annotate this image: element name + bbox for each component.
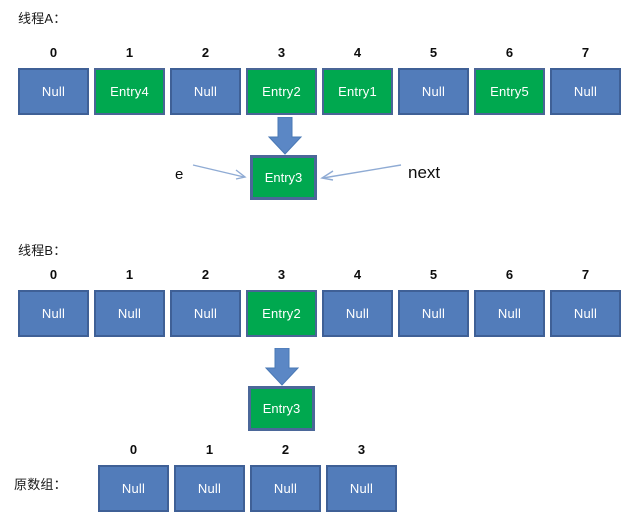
thread-a-cell-5[interactable]: Null xyxy=(398,68,469,115)
thread-a-index-5: 5 xyxy=(429,45,438,60)
thread-a-cell-0[interactable]: Null xyxy=(18,68,89,115)
thread-b-index-3: 3 xyxy=(277,267,286,282)
thread-a-cell-6[interactable]: Entry5 xyxy=(474,68,545,115)
thread-b-cell-2[interactable]: Null xyxy=(170,290,241,337)
thread-b-cell-5[interactable]: Null xyxy=(398,290,469,337)
thread-a-cell-2[interactable]: Null xyxy=(170,68,241,115)
thread-b-index-4: 4 xyxy=(353,267,362,282)
original-array-cell-2[interactable]: Null xyxy=(250,465,321,512)
thread-a-label: 线程A： xyxy=(18,11,67,26)
thread-a-detached-entry3[interactable]: Entry3 xyxy=(250,155,317,200)
thread-a-cell-4[interactable]: Entry1 xyxy=(322,68,393,115)
thread-a-index-4: 4 xyxy=(353,45,362,60)
thread-b-cell-7[interactable]: Null xyxy=(550,290,621,337)
thread-b-index-6: 6 xyxy=(505,267,514,282)
thread-a-down-arrow-icon xyxy=(267,117,303,155)
original-array-cell-0[interactable]: Null xyxy=(98,465,169,512)
thread-a-pointer-e-arrow-icon xyxy=(192,164,247,180)
thread-b-index-2: 2 xyxy=(201,267,210,282)
thread-a-index-2: 2 xyxy=(201,45,210,60)
thread-b-down-arrow-icon xyxy=(264,348,300,386)
thread-b-label: 线程B： xyxy=(18,243,67,258)
original-array-label: 原数组： xyxy=(14,477,67,492)
thread-b-index-row: 0 1 2 3 4 5 6 7 xyxy=(18,267,622,283)
thread-b-detached-entry3[interactable]: Entry3 xyxy=(248,386,315,431)
thread-a-pointer-next-label: next xyxy=(408,163,441,182)
thread-b-cell-6[interactable]: Null xyxy=(474,290,545,337)
thread-a-pointer-e-label: e xyxy=(175,166,184,183)
thread-b-cell-0[interactable]: Null xyxy=(18,290,89,337)
thread-a-index-0: 0 xyxy=(49,45,58,60)
thread-a-cell-3[interactable]: Entry2 xyxy=(246,68,317,115)
thread-a-pointer-next-arrow-icon xyxy=(320,164,402,181)
original-array-index-3: 3 xyxy=(357,442,366,457)
thread-b-cell-4[interactable]: Null xyxy=(322,290,393,337)
original-array-cell-3[interactable]: Null xyxy=(326,465,397,512)
original-array-bucket-row: Null Null Null Null xyxy=(98,465,398,512)
original-array-cell-1[interactable]: Null xyxy=(174,465,245,512)
original-array-index-2: 2 xyxy=(281,442,290,457)
thread-a-index-row: 0 1 2 3 4 5 6 7 xyxy=(18,45,622,61)
thread-a-index-7: 7 xyxy=(581,45,590,60)
thread-a-bucket-row: Null Entry4 Null Entry2 Entry1 Null Entr… xyxy=(18,68,622,115)
thread-a-index-3: 3 xyxy=(277,45,286,60)
thread-a-cell-1[interactable]: Entry4 xyxy=(94,68,165,115)
thread-b-index-1: 1 xyxy=(125,267,134,282)
original-array-index-row: 0 1 2 3 xyxy=(98,442,398,458)
thread-b-cell-3[interactable]: Entry2 xyxy=(246,290,317,337)
thread-b-index-5: 5 xyxy=(429,267,438,282)
original-array-index-0: 0 xyxy=(129,442,138,457)
thread-b-index-7: 7 xyxy=(581,267,590,282)
thread-b-bucket-row: Null Null Null Entry2 Null Null Null Nul… xyxy=(18,290,622,337)
thread-b-cell-1[interactable]: Null xyxy=(94,290,165,337)
thread-a-index-6: 6 xyxy=(505,45,514,60)
original-array-index-1: 1 xyxy=(205,442,214,457)
thread-b-index-0: 0 xyxy=(49,267,58,282)
thread-a-index-1: 1 xyxy=(125,45,134,60)
thread-a-cell-7[interactable]: Null xyxy=(550,68,621,115)
